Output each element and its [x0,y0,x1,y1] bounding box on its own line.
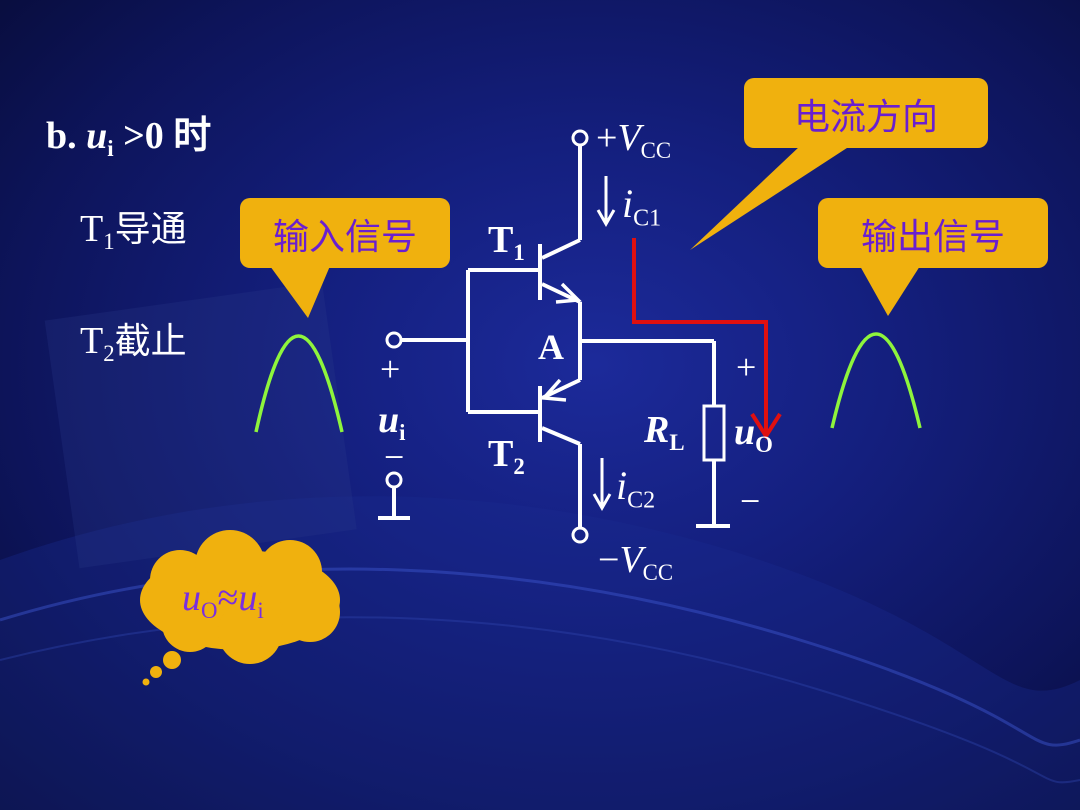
t2-label: T2 [488,433,525,479]
heading-rest: >0 时 [113,115,212,157]
callout-output-signal: 输出信号 [860,217,1005,258]
current-path-arrow [632,238,768,432]
circuit-wires [378,129,730,544]
ic1-label: iC1 [622,181,662,232]
thought-cloud [140,530,340,686]
vcc-positive-label: +VCC [596,117,672,163]
state-t1-on: T1导通 [80,208,187,254]
vcc-negative-label: −VCC [598,539,674,585]
output-plus-label: + [736,347,757,387]
heading-var: ui [86,115,114,161]
heading-prefix: b. [46,115,77,157]
t1-label: T1 [488,219,525,265]
load-rl-label: RL [644,409,685,455]
input-plus-label: + [380,349,401,389]
t2-emitter-arrow [540,378,567,402]
state-t2-off: T2截止 [80,320,187,366]
slide-heading: b. ui >0 时 [46,104,211,162]
ic2-label: iC2 [616,463,656,514]
input-signal-wave [254,334,344,433]
callout-output-signal-shape [818,198,1048,316]
output-signal-wave [830,332,922,429]
cloud-equation: uO≈ui [182,577,264,623]
input-minus-label: − [384,437,405,477]
input-ui-label: ui [378,399,406,445]
node-a-label: A [538,327,564,367]
t1-emitter-arrow [555,282,582,304]
callout-current-direction-shape [690,78,988,250]
callout-input-signal-shape [240,198,450,318]
output-uo-label: uO [734,411,773,457]
callout-current-direction: 电流方向 [793,97,938,138]
callout-input-signal: 输入信号 [272,217,417,258]
output-minus-label: − [740,481,761,521]
